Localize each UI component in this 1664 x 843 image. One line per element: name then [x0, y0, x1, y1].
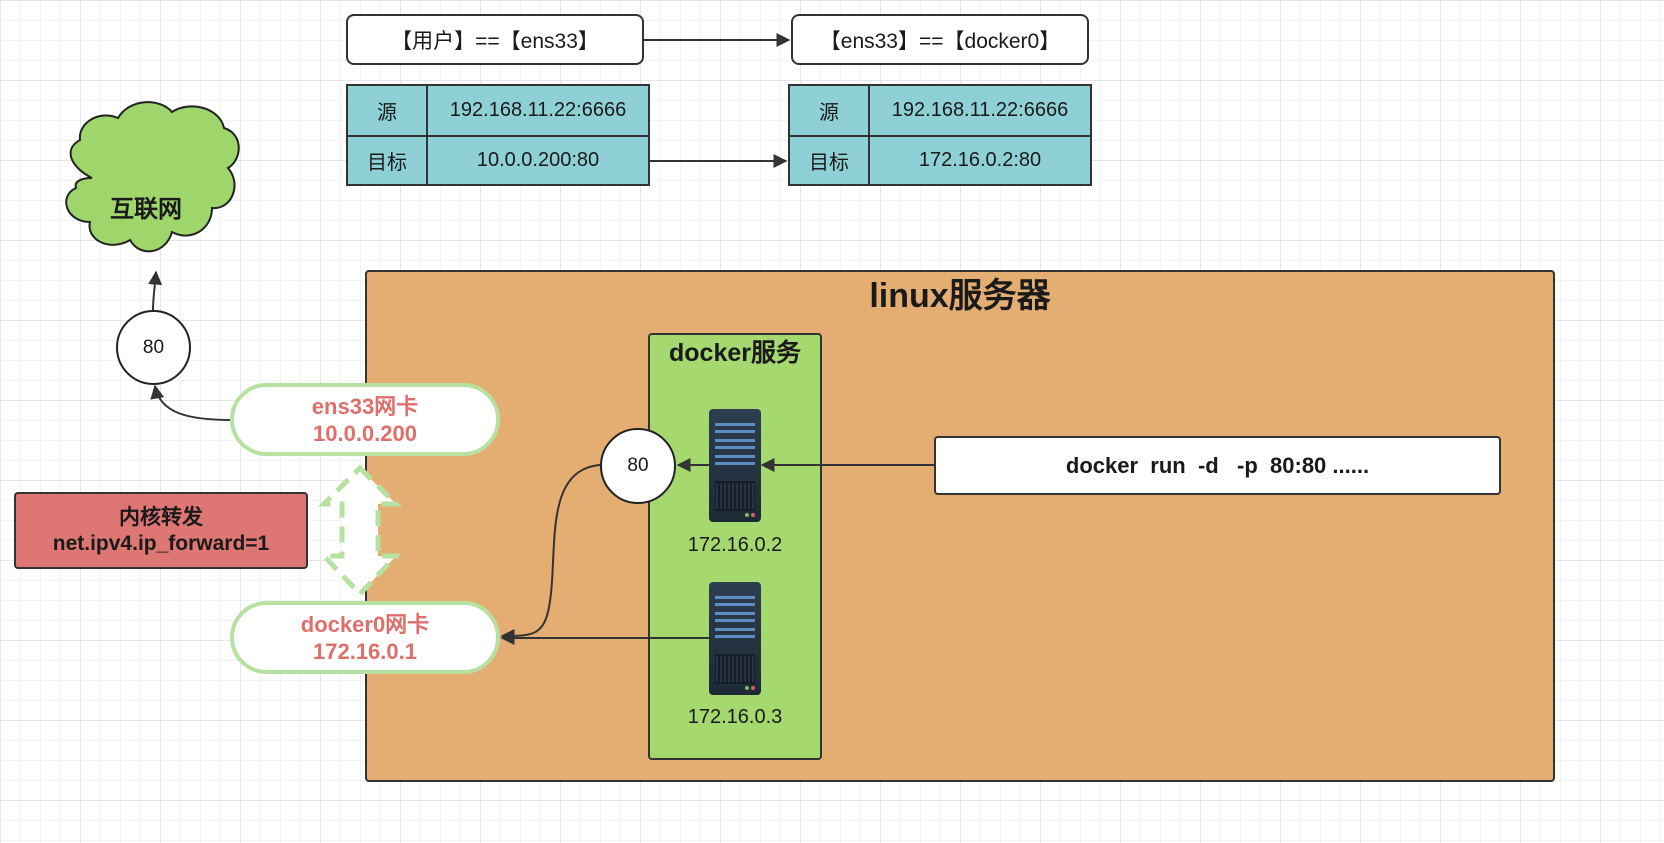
kernel-forward-title: 内核转发 — [119, 505, 203, 529]
linux-server-title: linux服务器 — [869, 277, 1051, 315]
docker0-nic: docker0网卡 172.16.0.1 — [230, 601, 500, 674]
table-cell-value: 10.0.0.200:80 — [476, 149, 600, 171]
docker-service-title: docker服务 — [669, 339, 801, 367]
ens33-nic: ens33网卡 10.0.0.200 — [230, 383, 500, 456]
flow-title-ens33-docker0-text: 【ens33】==【docker0】 — [819, 29, 1061, 53]
table-cell-key: 源 — [348, 86, 428, 137]
container-ip-label: 172.16.0.2 — [687, 534, 783, 556]
table-cell-value: 192.168.11.22:6666 — [428, 86, 648, 137]
internet-cloud-icon — [65, 101, 240, 253]
table-cell-key: 源 — [790, 86, 870, 137]
ens33-nic-name: ens33网卡 — [311, 393, 419, 419]
mapped-port-label: 80 — [627, 455, 649, 476]
arrow-ens33-to-port — [150, 384, 233, 421]
container-ip-label: 172.16.0.3 — [687, 706, 783, 728]
docker0-nic-name: docker0网卡 — [300, 611, 430, 637]
internet-label: 互联网 — [110, 196, 182, 223]
packet-table-after: 源 192.168.11.22:6666 目标 172.16.0.2:80 — [788, 84, 1092, 186]
internet-port-label: 80 — [142, 336, 165, 358]
flow-title-ens33-docker0: 【ens33】==【docker0】 — [791, 14, 1089, 65]
linux-server-box: linux服务器 — [365, 270, 1555, 782]
arrow-port-to-cloud — [148, 270, 163, 311]
server-icon — [709, 582, 761, 695]
mapped-port-circle: 80 — [600, 428, 676, 504]
internet-port-circle: 80 — [116, 310, 191, 385]
kernel-forward-double-arrow — [317, 464, 403, 598]
table-cell-key: 目标 — [348, 137, 428, 184]
server-icon — [709, 409, 761, 522]
packet-table-before: 源 192.168.11.22:6666 目标 10.0.0.200:80 — [346, 84, 650, 186]
docker-run-command-text: docker run -d -p 80:80 ...... — [1065, 452, 1370, 478]
kernel-forward-box: 内核转发 net.ipv4.ip_forward=1 — [14, 492, 308, 569]
flow-title-user-ens33: 【用户】==【ens33】 — [346, 14, 644, 65]
table-cell-value: 172.16.0.2:80 — [918, 149, 1042, 171]
table-cell-value: 192.168.11.22:6666 — [870, 86, 1090, 137]
table-cell-key: 目标 — [790, 137, 870, 184]
arrow-port-to-docker0 — [500, 464, 601, 643]
docker0-nic-ip: 172.16.0.1 — [313, 638, 417, 664]
kernel-forward-setting: net.ipv4.ip_forward=1 — [52, 531, 270, 555]
docker-run-command-box: docker run -d -p 80:80 ...... — [934, 436, 1501, 495]
flow-title-user-ens33-text: 【用户】==【ens33】 — [391, 29, 599, 53]
ens33-nic-ip: 10.0.0.200 — [313, 420, 417, 446]
